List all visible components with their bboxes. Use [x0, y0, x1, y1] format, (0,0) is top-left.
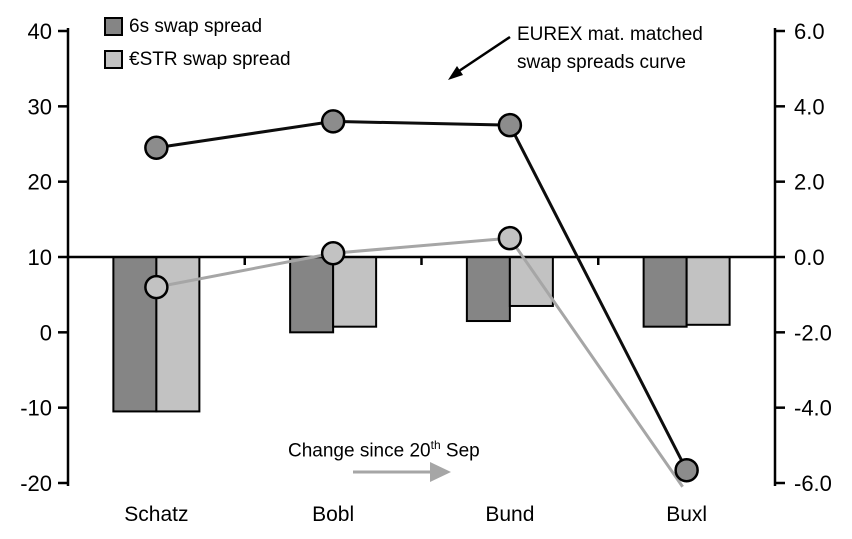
sixs-curve-line [156, 119, 688, 471]
annotation-eurex-line1: EUREX mat. matched [517, 24, 703, 45]
category-label-schatz: Schatz [124, 503, 188, 526]
sixs-marker-buxl [674, 457, 699, 483]
left-axis-label: 30 [28, 94, 52, 119]
annotation-change-since: Change since 20th Sep [288, 438, 480, 462]
left-axis-label: -10 [20, 396, 52, 421]
left-axis-label: 10 [28, 245, 52, 270]
bar-estr-bund [508, 256, 554, 307]
estr-curve-line [156, 236, 684, 488]
annotation-change-suffix: Sep [440, 440, 480, 462]
sixs-marker-schatz [144, 135, 169, 161]
estr-marker-bund [497, 225, 523, 251]
estr-marker-schatz [144, 274, 169, 300]
left-axis-label: 20 [28, 170, 52, 195]
annotation-change-prefix: Change since 20 [288, 440, 431, 462]
right-axis-label: -2.0 [794, 320, 832, 345]
bar-estr-buxl [685, 256, 731, 326]
legend-swatch-6s [104, 17, 123, 36]
left-axis-label: 40 [28, 19, 52, 44]
category-label-bund: Bund [485, 503, 534, 526]
eurex-arrow-head [448, 66, 463, 80]
category-label-bobl: Bobl [312, 503, 354, 526]
left-axis-label: 0 [40, 320, 52, 345]
left-axis-label: -20 [20, 471, 52, 496]
legend-label-estr: €STR swap spread [129, 48, 291, 70]
annotation-eurex-curve: EUREX mat. matched swap spreads curve [517, 21, 703, 77]
eurex-arrow-line [458, 35, 511, 73]
bar-6s-bobl [289, 256, 335, 334]
annotation-change-sup: th [430, 438, 441, 452]
change-arrow-head [430, 462, 451, 482]
legend-item-estr: €STR swap spread [104, 43, 291, 76]
right-axis-label: -6.0 [794, 471, 832, 496]
sixs-marker-bobl [320, 109, 346, 134]
right-axis-label: 2.0 [794, 170, 825, 195]
bar-6s-buxl [642, 256, 688, 328]
right-axis-label: 0.0 [794, 245, 825, 270]
bar-6s-bund [465, 256, 511, 323]
bar-estr-bobl [332, 256, 378, 328]
legend-item-6s: 6s swap spread [104, 10, 291, 43]
legend-swatch-estr [104, 50, 123, 69]
right-axis-label: 4.0 [794, 94, 825, 119]
right-axis-label: 6.0 [794, 19, 825, 44]
annotation-eurex-line2: swap spreads curve [517, 52, 686, 73]
legend: 6s swap spread €STR swap spread [104, 10, 291, 76]
estr-marker-bobl [320, 240, 346, 266]
right-axis-label: -4.0 [794, 396, 832, 421]
category-label-buxl: Buxl [666, 503, 707, 526]
sixs-marker-bund [497, 112, 523, 138]
legend-label-6s: 6s swap spread [129, 15, 263, 37]
